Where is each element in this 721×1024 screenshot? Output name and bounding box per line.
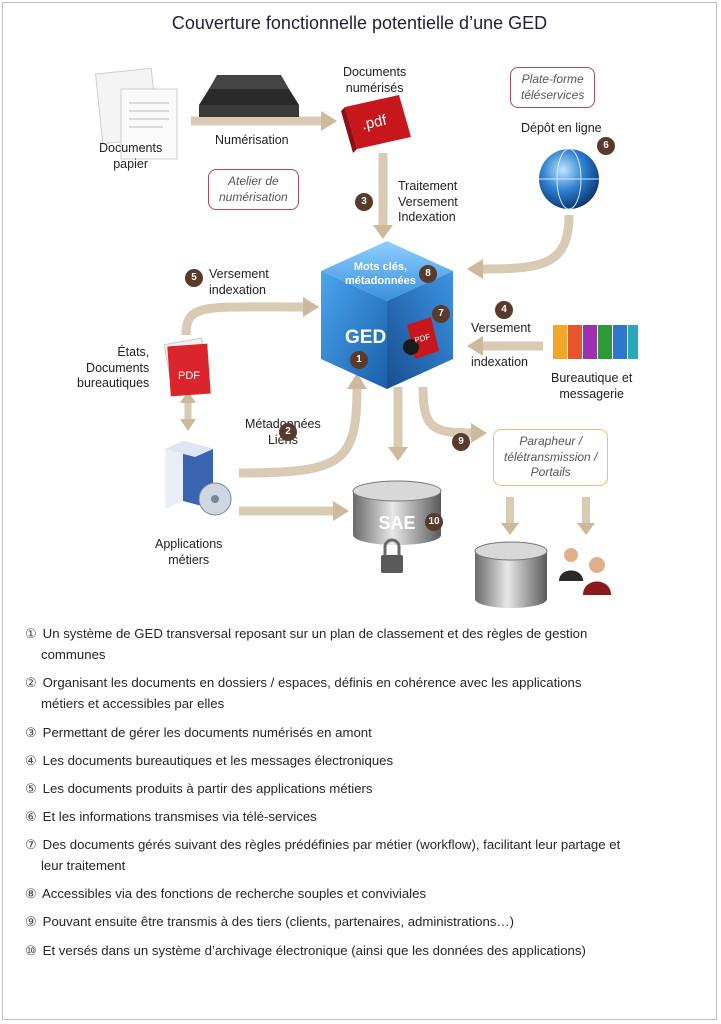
sae-label: SAE — [378, 513, 415, 533]
badge-3: 3 — [355, 193, 373, 211]
legend-item: ① Un système de GED transversal reposant… — [25, 626, 588, 663]
legend-item: ⑨ Pouvant ensuite être transmis à des ti… — [25, 914, 514, 930]
legend-item: ⑤ Les documents produits à partir des ap… — [25, 780, 373, 796]
legend-item: ④ Les documents bureautiques et les mess… — [25, 752, 394, 768]
badge-4: 4 — [495, 301, 513, 319]
states-pdf-label: PDF — [178, 370, 200, 382]
office-software-image — [553, 325, 638, 359]
users-icon — [559, 548, 611, 595]
legend-item: ③ Permettant de gérer les documents numé… — [25, 724, 372, 740]
arrow-metadonnees — [238, 373, 367, 478]
scanner-image — [199, 75, 299, 117]
arrow-depot — [467, 214, 574, 279]
arrow-etats-applications — [180, 391, 196, 431]
arrow-ged-sae — [388, 387, 408, 461]
applications-image — [165, 441, 232, 516]
badge-6: 6 — [597, 137, 615, 155]
legend-list: ① Un système de GED transversal reposant… — [25, 623, 705, 968]
figure-title: Couverture fonctionnelle potentielle d’u… — [171, 13, 548, 33]
arrow-down-db — [501, 497, 519, 535]
pdf-document-image: .pdf — [341, 95, 411, 153]
depot-en-ligne-label: Dépôt en ligne — [521, 121, 602, 135]
pdf-label: .pdf — [360, 112, 389, 134]
arrow-bureautique — [467, 336, 543, 356]
badge-8: 8 — [419, 265, 437, 283]
sae-archive-image: SAE — [352, 480, 442, 573]
legend-item: ⑥ Et les informations transmises via tél… — [25, 808, 317, 824]
badge-1: 1 — [350, 351, 368, 369]
badge-9: 9 — [452, 433, 470, 451]
paper-documents-image — [94, 67, 178, 160]
states-pdf-image: PDF — [163, 337, 211, 397]
parapheur-box: Parapheur /télétransmission /Portails — [493, 429, 609, 486]
legend-item: ⑩ Et versés dans un système d’archivage … — [25, 942, 586, 958]
globe-icon — [539, 148, 599, 210]
badge-5: 5 — [185, 269, 203, 287]
legend-item: ⑧ Accessibles via des fonctions de reche… — [25, 886, 427, 902]
arrow-versement-left — [181, 297, 319, 336]
indexation-right-label: indexation — [471, 355, 528, 369]
database-image — [474, 541, 548, 608]
arrow-applications-sae — [239, 501, 349, 521]
workflow-pdf-icon: PDF — [403, 317, 439, 359]
badge-7: 7 — [432, 305, 450, 323]
badge-2: 2 — [279, 423, 297, 441]
versement-right-label: Versement — [471, 321, 531, 335]
numerisation-label: Numérisation — [215, 133, 289, 147]
arrow-numerisation — [191, 111, 337, 131]
legend-item: ② Organisant les documents en dossiers /… — [25, 675, 582, 712]
ged-label: GED — [345, 327, 386, 348]
svg-text:PDF: PDF — [414, 332, 432, 345]
arrow-parapheur — [418, 386, 487, 443]
keywords-label: Mots clés,métadonnées — [345, 261, 416, 287]
legend-item: ⑦ Des documents gérés suivant des règles… — [25, 837, 621, 874]
badge-10: 10 — [425, 513, 443, 531]
arrow-traitement — [373, 153, 393, 239]
arrow-down-users — [577, 497, 595, 535]
diagram-canvas: .pdf GED PDF PDF — [94, 67, 638, 608]
